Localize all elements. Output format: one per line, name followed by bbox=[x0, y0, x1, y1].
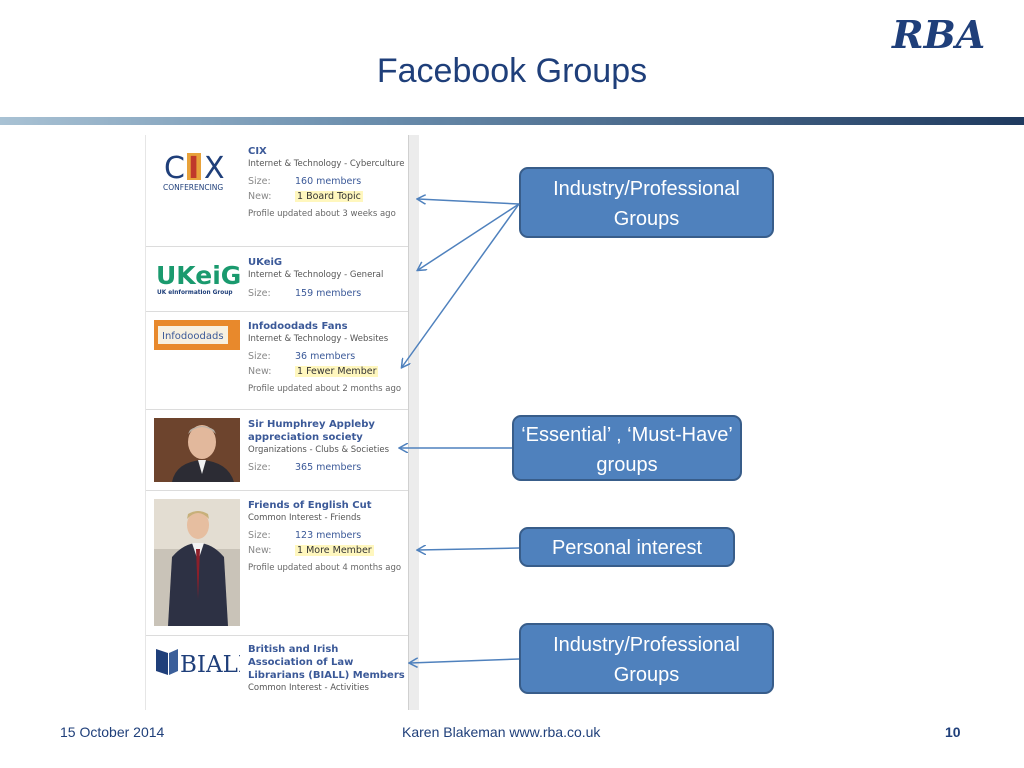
ukeig-logo-sub: UK eInformation Group bbox=[157, 290, 233, 296]
cix-logo-x: X bbox=[204, 151, 225, 186]
group-name[interactable]: UKeiG bbox=[248, 257, 283, 268]
arrow-to-ukeig bbox=[418, 203, 520, 270]
infodoodads-logo-text: Infodoodads bbox=[162, 331, 224, 342]
group-name[interactable]: Infodoodads Fans bbox=[248, 321, 348, 332]
group-size[interactable]: 123 members bbox=[295, 530, 362, 541]
group-name[interactable]: Sir Humphrey Appleby appreciation societ… bbox=[248, 419, 375, 443]
new-label: New: bbox=[248, 366, 272, 377]
slide-title: Facebook Groups bbox=[376, 52, 648, 90]
cix-logo-i: I bbox=[188, 151, 199, 186]
biall-logo-text: BIALL bbox=[180, 652, 240, 678]
scrollbar[interactable] bbox=[408, 135, 419, 710]
rba-logo: RBA bbox=[891, 12, 985, 57]
group-row-infodoodads[interactable]: Infodoodads Infodoodads Fans Internet & … bbox=[146, 311, 409, 410]
group-name[interactable]: British and Irish Association of Law Lib… bbox=[248, 644, 405, 681]
callout-industry-bottom: Industry/Professional Groups bbox=[519, 623, 774, 694]
size-label: Size: bbox=[248, 462, 271, 473]
group-name[interactable]: CIX bbox=[248, 146, 267, 157]
group-size-line: Size: 123 members bbox=[248, 528, 406, 543]
group-category[interactable]: Common Interest - Activities bbox=[248, 683, 369, 693]
group-new-line: New: 1 Board Topic bbox=[248, 189, 406, 204]
size-label: Size: bbox=[248, 288, 271, 299]
rba-logo-text: RBA bbox=[891, 12, 985, 57]
group-category[interactable]: Common Interest - Friends bbox=[248, 513, 361, 523]
footer-author: Karen Blakeman www.rba.co.uk bbox=[402, 724, 601, 740]
group-new[interactable]: 1 More Member bbox=[295, 545, 374, 556]
ukeig-logo: UKeiG UK eInformation Group bbox=[156, 261, 240, 296]
new-label: New: bbox=[248, 545, 272, 556]
group-size[interactable]: 36 members bbox=[295, 351, 356, 362]
group-row-cix[interactable]: C I X CONFERENCING CIX Internet & Techno… bbox=[146, 135, 409, 247]
arrow-to-biall bbox=[410, 659, 520, 663]
group-row-english-cut[interactable]: Friends of English Cut Common Interest -… bbox=[146, 490, 409, 636]
group-new[interactable]: 1 Board Topic bbox=[295, 191, 363, 202]
group-size-line: Size: 160 members bbox=[248, 174, 406, 189]
biall-logo: BIALL bbox=[156, 649, 240, 678]
callout-essential: ‘Essential’ , ‘Must-Have’ groups bbox=[512, 415, 742, 481]
arrow-to-english-cut bbox=[418, 548, 520, 550]
size-label: Size: bbox=[248, 176, 271, 187]
callout-industry-top: Industry/Professional Groups bbox=[519, 167, 774, 238]
english-cut-photo bbox=[154, 499, 240, 626]
group-size[interactable]: 160 members bbox=[295, 176, 362, 187]
cix-logo-bar bbox=[187, 153, 201, 180]
cix-logo: C I X CONFERENCING bbox=[163, 151, 225, 192]
group-size[interactable]: 159 members bbox=[295, 288, 362, 299]
group-category[interactable]: Internet & Technology - General bbox=[248, 270, 384, 280]
size-label: Size: bbox=[248, 530, 271, 541]
cix-logo-sub: CONFERENCING bbox=[163, 183, 223, 192]
groups-list: C I X CONFERENCING CIX Internet & Techno… bbox=[145, 135, 410, 710]
group-row-biall[interactable]: BIALL British and Irish Association of L… bbox=[146, 635, 409, 710]
group-size-line: Size: 36 members bbox=[248, 349, 406, 364]
infodoodads-logo: Infodoodads bbox=[154, 320, 240, 350]
new-label: New: bbox=[248, 191, 272, 202]
group-category[interactable]: Internet & Technology - Websites bbox=[248, 334, 389, 344]
group-row-ukeig[interactable]: UKeiG UK eInformation Group UKeiG Intern… bbox=[146, 246, 409, 312]
group-category[interactable]: Organizations - Clubs & Societies bbox=[248, 445, 389, 455]
group-new-line: New: 1 More Member bbox=[248, 543, 406, 558]
group-row-sir-humphrey[interactable]: Sir Humphrey Appleby appreciation societ… bbox=[146, 409, 409, 491]
arrow-to-cix bbox=[418, 199, 520, 205]
footer-page-number: 10 bbox=[945, 724, 961, 740]
footer-date: 15 October 2014 bbox=[60, 724, 165, 740]
arrow-to-infodoodads bbox=[402, 203, 520, 367]
group-size[interactable]: 365 members bbox=[295, 462, 362, 473]
ukeig-logo-text: UKeiG bbox=[156, 261, 240, 290]
group-updated: Profile updated about 2 months ago bbox=[248, 384, 402, 394]
group-name[interactable]: Friends of English Cut bbox=[248, 500, 372, 511]
group-updated: Profile updated about 3 weeks ago bbox=[248, 209, 396, 219]
size-label: Size: bbox=[248, 351, 271, 362]
group-updated: Profile updated about 4 months ago bbox=[248, 563, 402, 573]
group-size-line: Size: 159 members bbox=[248, 286, 406, 301]
callout-personal: Personal interest bbox=[519, 527, 735, 567]
group-category[interactable]: Internet & Technology - Cyberculture bbox=[248, 159, 405, 169]
group-new[interactable]: 1 Fewer Member bbox=[295, 366, 379, 377]
sir-humphrey-photo bbox=[154, 418, 240, 482]
cix-logo-c: C bbox=[164, 151, 185, 186]
group-new-line: New: 1 Fewer Member bbox=[248, 364, 406, 379]
title-divider bbox=[0, 117, 1024, 125]
group-size-line: Size: 365 members bbox=[248, 460, 406, 475]
